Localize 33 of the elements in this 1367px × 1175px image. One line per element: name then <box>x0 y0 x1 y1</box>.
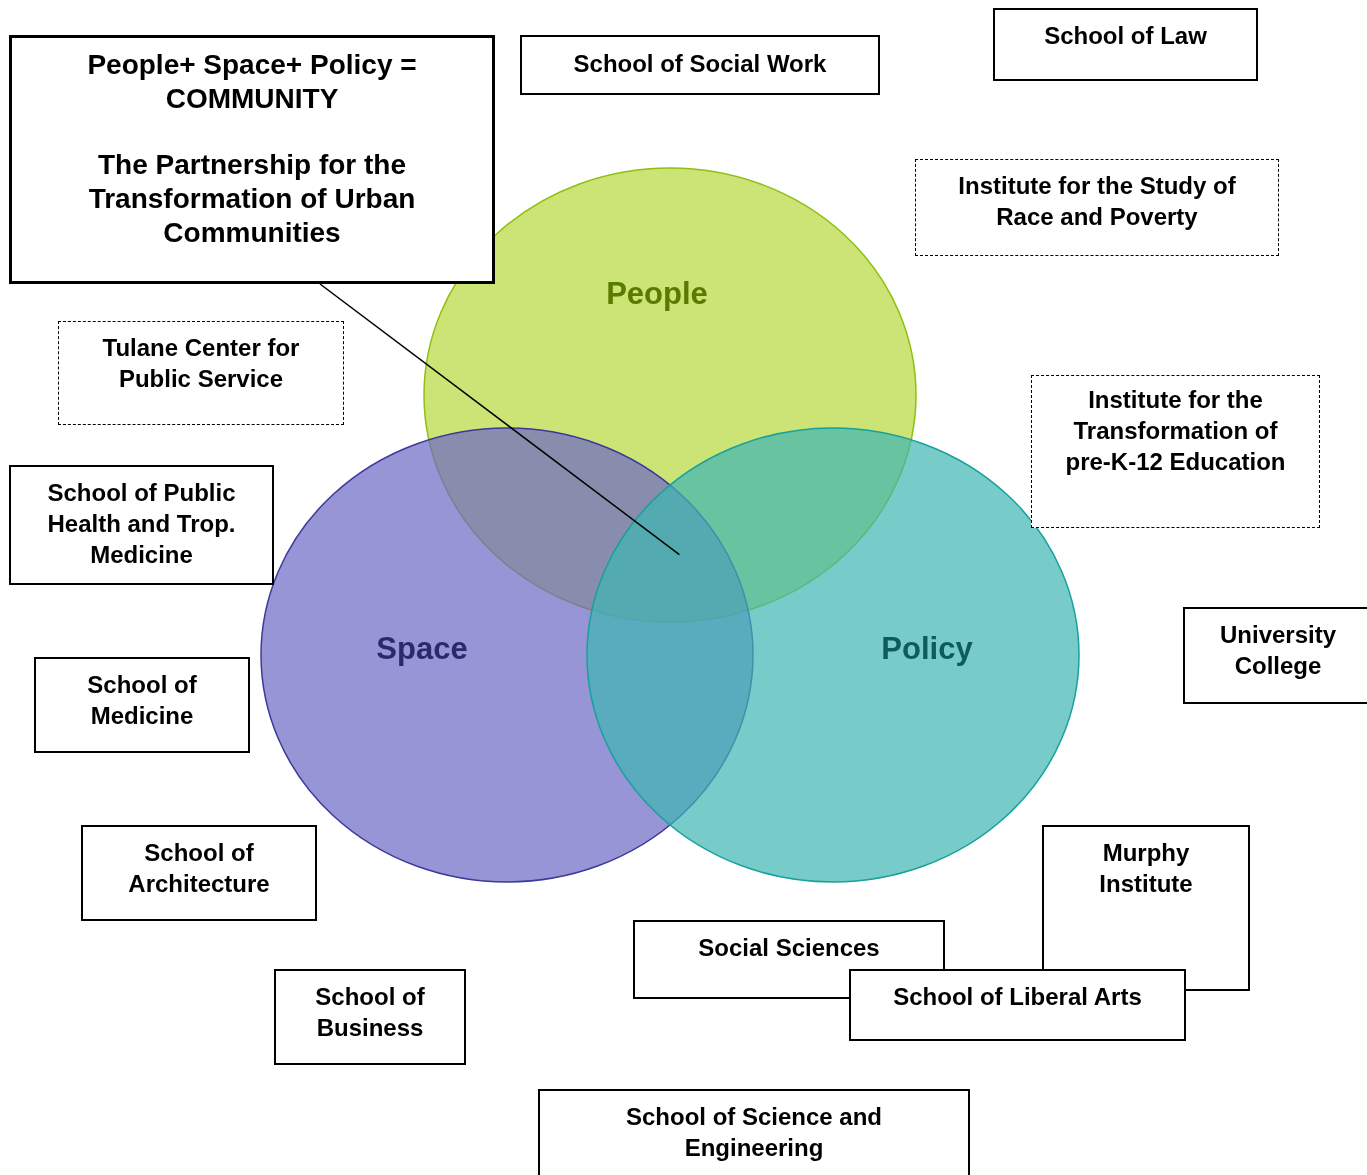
unit-name: Institute for the Study of Race and Poverty <box>957 171 1237 232</box>
text-panel <box>849 969 1186 1041</box>
text-panel <box>58 321 344 425</box>
unit-name: Tulane Center for Public Service <box>101 333 301 394</box>
text-panel <box>538 1089 970 1175</box>
text-panel <box>34 657 250 753</box>
unit-name: Social Sciences <box>697 933 881 963</box>
unit-name: School of Architecture <box>127 838 271 899</box>
unit-name: Institute for the Transformation of pre-K-12 Education <box>1064 385 1287 477</box>
text-panel <box>1031 375 1320 528</box>
unit-name: School of Liberal Arts <box>892 982 1143 1012</box>
subtitle: The Partnership for the Transformation of Urban Communities <box>87 148 417 250</box>
circle-label: Space <box>376 631 468 667</box>
unit-name: School of Science and Engineering <box>624 1102 884 1163</box>
text-panel <box>993 8 1258 81</box>
unit-name: School of Business <box>314 982 426 1043</box>
unit-name: School of Law <box>1043 21 1208 51</box>
text-panel <box>9 465 274 585</box>
unit-name: University College <box>1218 620 1338 681</box>
title-panel <box>9 35 495 284</box>
text-panel <box>915 159 1279 256</box>
text-panel <box>81 825 317 921</box>
heading: People+ Space+ Policy = COMMUNITY <box>86 48 418 116</box>
text-panel <box>1183 607 1367 704</box>
circle-label: Policy <box>881 631 973 667</box>
unit-name: School of Medicine <box>86 670 198 731</box>
circle-label: People <box>606 276 708 312</box>
text-panel <box>520 35 880 95</box>
text-panel <box>274 969 466 1065</box>
unit-name: School of Social Work <box>572 49 828 79</box>
unit-name: Murphy Institute <box>1098 838 1194 899</box>
unit-name: School of Public Health and Trop. Medicine <box>46 478 237 570</box>
leader-line <box>319 283 681 556</box>
